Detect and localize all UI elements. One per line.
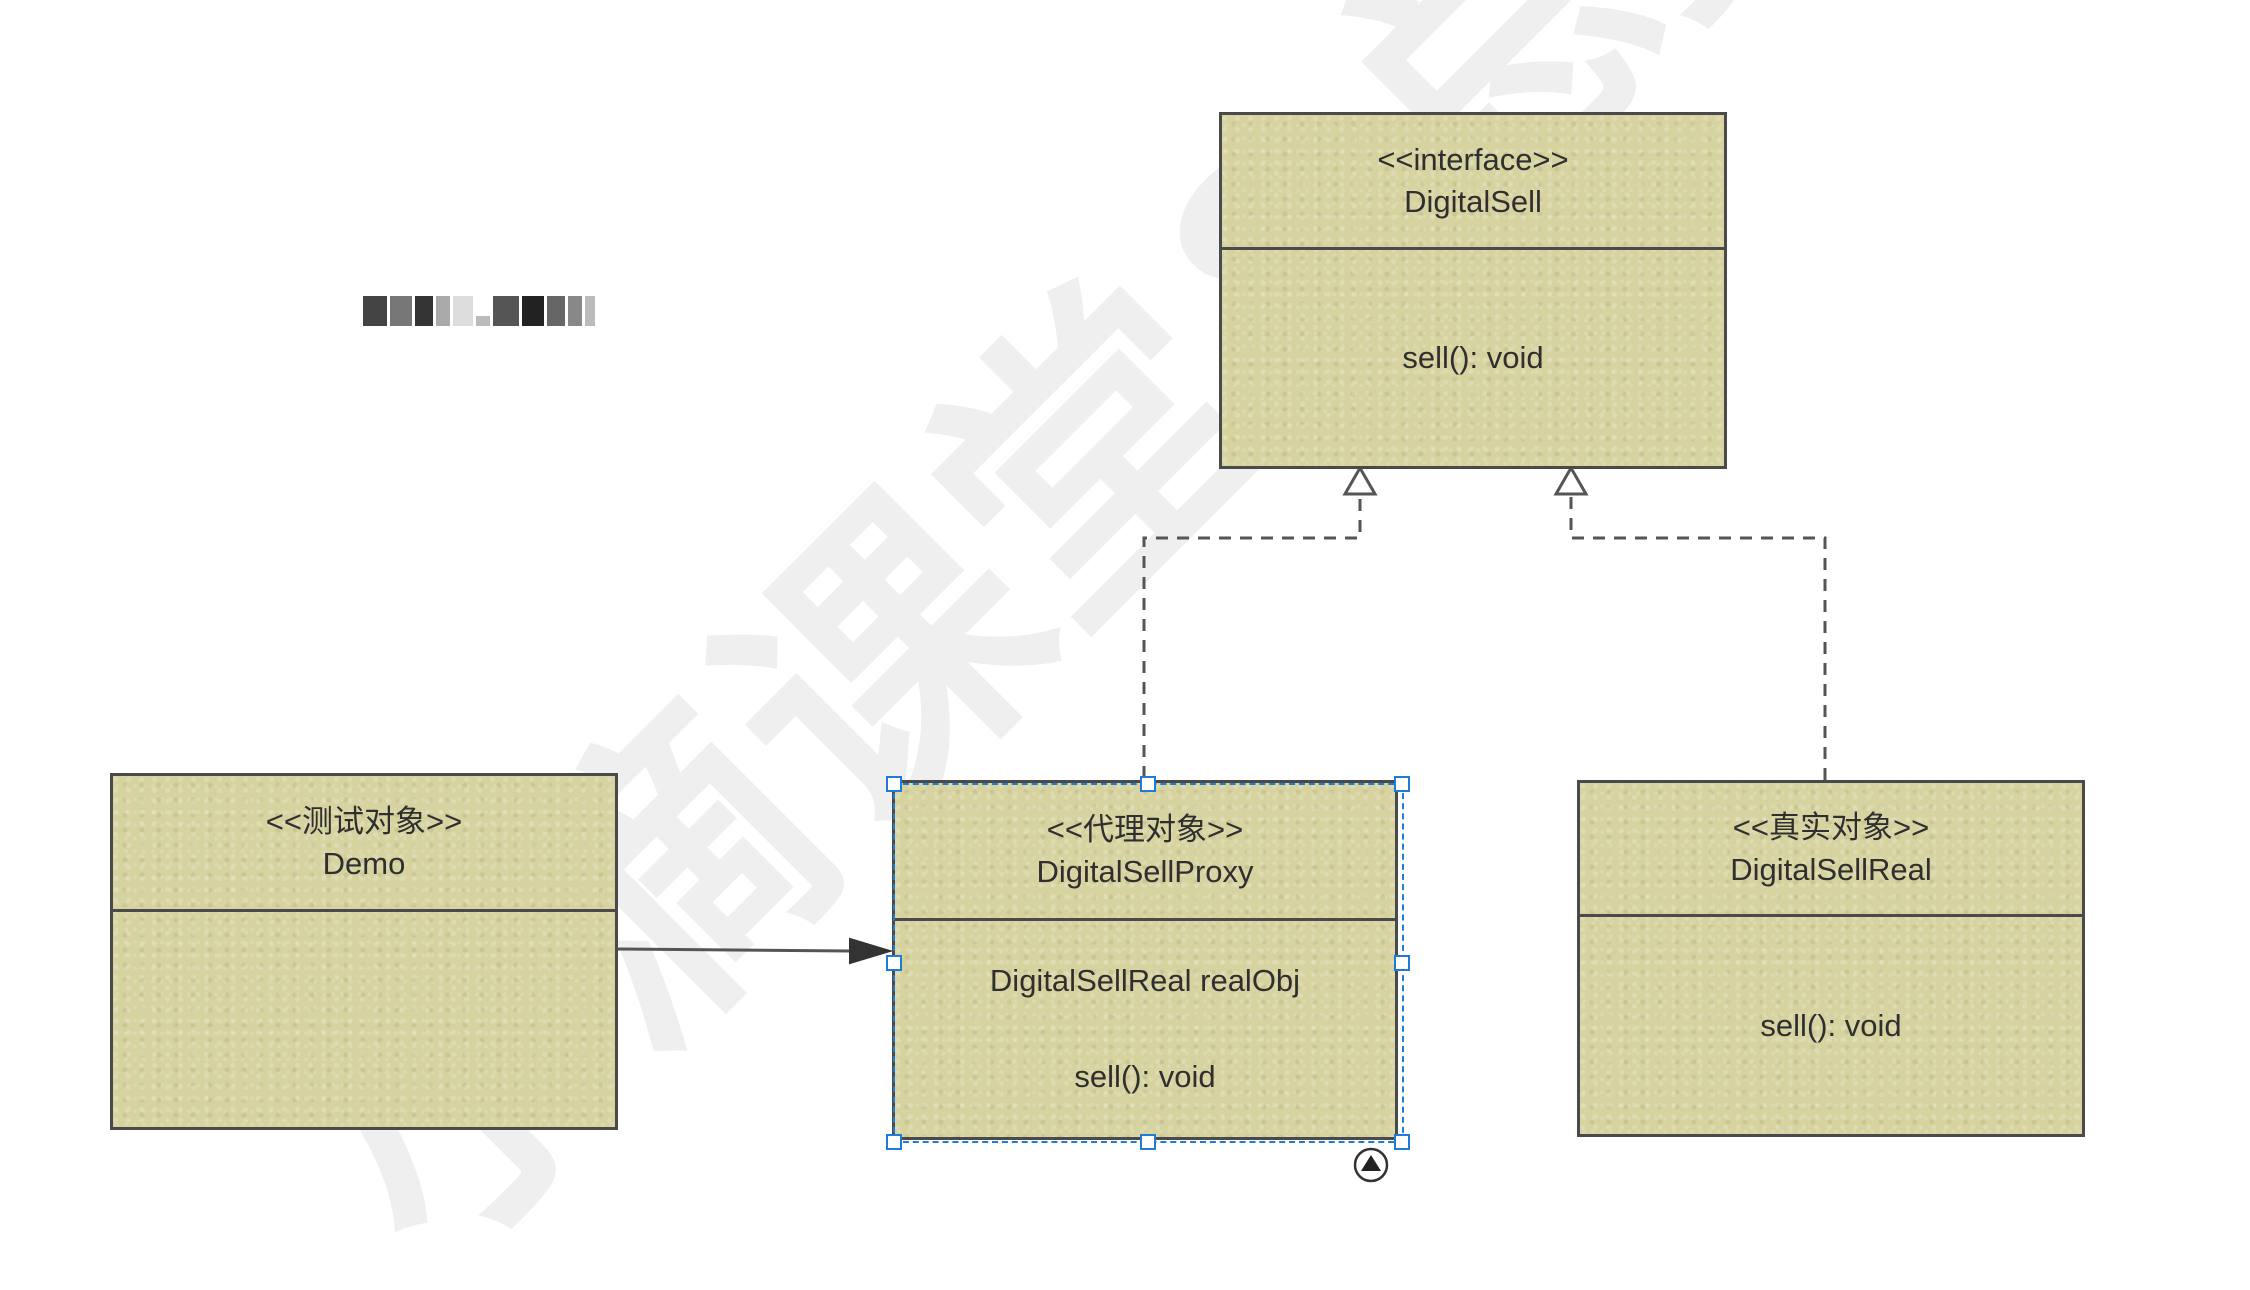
- resize-handle-right[interactable]: [1394, 955, 1410, 971]
- class-interface[interactable]: <<interface>> DigitalSell sell(): void: [1219, 112, 1727, 469]
- class-body: DigitalSellReal realObj sell(): void: [895, 921, 1395, 1137]
- realization-edge-proxy[interactable]: [1142, 494, 1362, 778]
- resize-handle-bottom[interactable]: [1140, 1134, 1156, 1150]
- class-stereotype: <<真实对象>>: [1732, 809, 1930, 845]
- resize-handle-left[interactable]: [886, 955, 902, 971]
- class-header: <<测试对象>> Demo: [113, 776, 615, 912]
- class-header: <<代理对象>> DigitalSellProxy: [895, 783, 1395, 921]
- association-arrowhead: [849, 937, 894, 965]
- class-attribute: DigitalSellReal realObj: [989, 963, 1301, 999]
- association-edge[interactable]: [615, 947, 851, 953]
- class-name: DigitalSell: [1404, 184, 1542, 219]
- class-body: sell(): void: [1222, 250, 1724, 466]
- class-real[interactable]: <<真实对象>> DigitalSellReal sell(): void: [1577, 780, 2085, 1137]
- realization-edge-real[interactable]: [1569, 494, 1827, 780]
- class-name: DigitalSellReal: [1730, 851, 1932, 887]
- class-header: <<真实对象>> DigitalSellReal: [1580, 783, 2082, 917]
- class-body: sell(): void: [1580, 917, 2082, 1134]
- resize-handle-bottom-right[interactable]: [1394, 1134, 1410, 1150]
- class-stereotype: <<interface>>: [1377, 142, 1569, 178]
- class-name: Demo: [322, 845, 406, 881]
- class-body: [113, 912, 615, 1127]
- class-method: sell(): void: [1760, 1007, 1902, 1043]
- class-stereotype: <<测试对象>>: [265, 803, 463, 839]
- expand-up-icon[interactable]: [1353, 1147, 1389, 1183]
- class-name: DigitalSellProxy: [1036, 853, 1254, 889]
- class-header: <<interface>> DigitalSell: [1222, 115, 1724, 250]
- resize-handle-top[interactable]: [1140, 776, 1156, 792]
- class-proxy[interactable]: <<代理对象>> DigitalSellProxy DigitalSellRea…: [892, 780, 1398, 1140]
- class-demo[interactable]: <<测试对象>> Demo: [110, 773, 618, 1130]
- resize-handle-bottom-left[interactable]: [886, 1134, 902, 1150]
- resize-handle-top-left[interactable]: [886, 776, 902, 792]
- class-method: sell(): void: [1074, 1059, 1216, 1094]
- realization-arrowhead-proxy: [1342, 464, 1378, 496]
- resize-handle-top-right[interactable]: [1394, 776, 1410, 792]
- blurred-label: [363, 290, 623, 332]
- class-method: sell(): void: [1402, 340, 1544, 376]
- realization-arrowhead-real: [1553, 464, 1589, 496]
- class-stereotype: <<代理对象>>: [1046, 811, 1244, 847]
